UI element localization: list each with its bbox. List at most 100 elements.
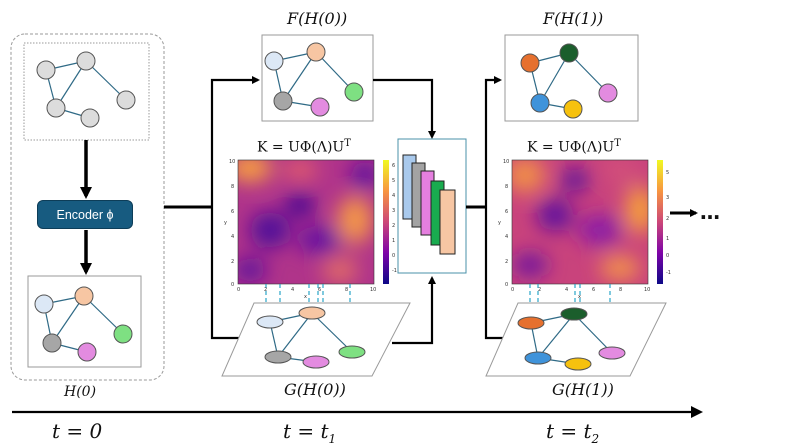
kernel-formula-1-sup: T: [344, 138, 351, 149]
hm2-ytick: 10: [503, 159, 509, 165]
hm1-xtick: 2: [264, 287, 267, 293]
hm1-xtick: 0: [237, 287, 240, 293]
input-node: [116, 90, 136, 110]
kernel-formula-2-sup: T: [614, 138, 621, 149]
node-light-blue: [264, 51, 284, 71]
hm1-xtick: 8: [345, 287, 348, 293]
node-orange: [520, 53, 540, 73]
hm1-ytick: 10: [229, 159, 235, 165]
cb2-tick: 5: [666, 170, 669, 176]
hm2-xtick: 8: [619, 287, 622, 293]
node-orange: [517, 316, 545, 330]
hm2-ytick: 8: [505, 184, 508, 190]
node-pink: [77, 342, 97, 362]
continuation-ellipsis: …: [700, 200, 720, 224]
hm2-ytick: 4: [505, 234, 508, 240]
arrow-to-f-h0: [210, 76, 260, 207]
node-light-blue: [256, 315, 284, 329]
encoder-label: Encoder ϕ: [56, 207, 114, 222]
cb1-tick: 6: [392, 163, 395, 169]
kernel-formula-1-text: K = UΦ(Λ)U: [257, 139, 345, 156]
arrow-to-g-h0: [210, 207, 252, 342]
node-gray: [273, 91, 293, 111]
hm1-xtick: 6: [318, 287, 321, 293]
hm1-ytick: 6: [231, 209, 234, 215]
cb2-tick: 1: [666, 236, 669, 242]
node-pink: [598, 83, 618, 103]
cb1-tick: 1: [392, 238, 395, 244]
node-green: [113, 324, 133, 344]
input-node: [36, 60, 56, 80]
node-gray: [264, 350, 292, 364]
cb2-tick: 3: [666, 195, 669, 201]
cb2-tick: 2: [666, 216, 669, 222]
label-g-h0: G(H(0)): [284, 380, 346, 399]
time-label-t1-text: t = t: [283, 419, 329, 443]
kernel-heatmap-1: [238, 160, 374, 284]
cb1-tick: 3: [392, 208, 395, 214]
time-label-t1: t = t1: [283, 419, 336, 446]
colorbar-2: [657, 160, 663, 284]
hm2-xtick: 0: [511, 287, 514, 293]
hm1-ytick: 8: [231, 184, 234, 190]
arrow-to-f-h1: [484, 76, 502, 207]
cb1-tick: 4: [392, 193, 395, 199]
hm2-xtick: 6: [592, 287, 595, 293]
hm2-ytick: 0: [505, 282, 508, 288]
node-green: [344, 82, 364, 102]
kernel-formula-2: K = UΦ(Λ)UT: [527, 138, 621, 156]
input-node: [76, 51, 96, 71]
label-f-h1: F(H(1)): [543, 9, 604, 28]
node-peach: [74, 286, 94, 306]
hm1-ylabel: y: [224, 220, 227, 226]
hm1-xlabel: x: [304, 294, 307, 300]
time-label-t2-text: t = t: [546, 419, 592, 443]
node-blue: [524, 351, 552, 365]
node-peach: [306, 42, 326, 62]
encoder-block: Encoder ϕ: [37, 200, 133, 229]
label-h0: H(0): [64, 384, 97, 400]
hm1-ytick: 2: [231, 259, 234, 265]
hm1-xtick: 10: [370, 287, 376, 293]
node-light-blue: [34, 294, 54, 314]
cb1-tick: 0: [392, 253, 395, 259]
time-label-t2-sub: 2: [591, 432, 600, 446]
time-label-t1-sub: 1: [328, 432, 337, 446]
node-green: [338, 345, 366, 359]
arrow-to-g-h1: [484, 207, 512, 342]
node-dark-green: [560, 307, 588, 321]
kernel-heatmap-2: [512, 160, 648, 284]
hm1-xtick: 4: [291, 287, 294, 293]
hm1-ytick: 0: [231, 282, 234, 288]
cb1-tick: 5: [392, 178, 395, 184]
cb2-tick: -1: [666, 270, 671, 276]
input-node: [80, 108, 100, 128]
node-yellow: [563, 99, 583, 119]
hm2-xtick: 4: [565, 287, 568, 293]
kernel-formula-1: K = UΦ(Λ)UT: [257, 138, 351, 156]
label-g-h1: G(H(1)): [552, 380, 614, 399]
node-gray: [42, 333, 62, 353]
hm2-xtick: 10: [644, 287, 650, 293]
time-label-t2: t = t2: [546, 419, 599, 446]
node-pink: [302, 355, 330, 369]
label-f-h0: F(H(0)): [287, 9, 348, 28]
arrow-g-h0-to-stack: [392, 276, 436, 345]
cb1-tick: 2: [392, 223, 395, 229]
node-blue: [530, 93, 550, 113]
cb2-tick: 0: [666, 253, 669, 259]
hm2-ylabel: y: [498, 220, 501, 226]
cb1-tick: -1: [392, 268, 397, 274]
hm2-xtick: 2: [538, 287, 541, 293]
node-peach: [298, 306, 326, 320]
node-yellow: [564, 357, 592, 371]
input-node: [46, 98, 66, 118]
node-pink: [598, 346, 626, 360]
feature-stack: [402, 154, 456, 255]
arrow-f-h0-to-stack: [373, 78, 436, 139]
node-dark-green: [559, 43, 579, 63]
kernel-formula-2-text: K = UΦ(Λ)U: [527, 139, 615, 156]
colorbar-1: [383, 160, 389, 284]
hm2-xlabel: x: [578, 294, 581, 300]
